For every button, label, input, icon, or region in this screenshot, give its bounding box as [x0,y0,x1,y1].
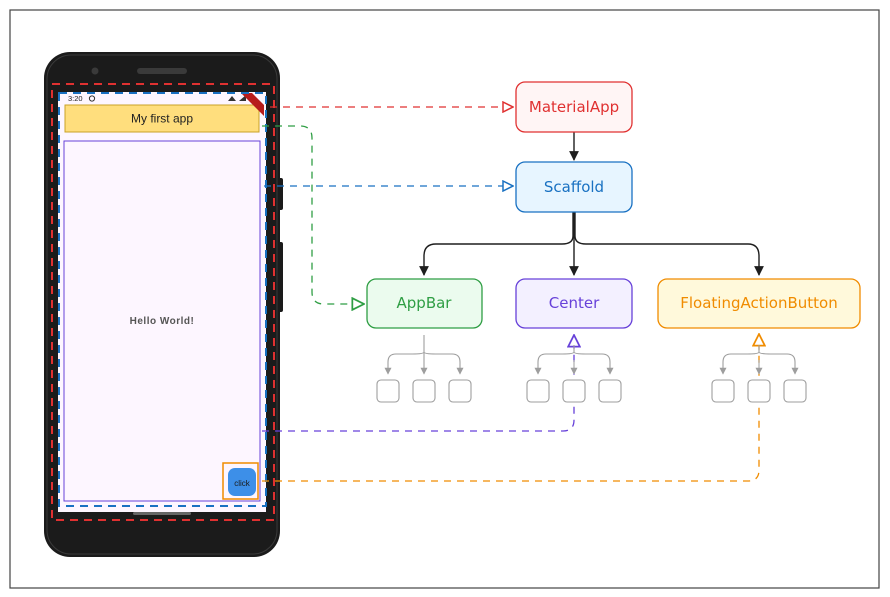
center-child-1 [526,379,550,403]
phone-mockup: 3:20 My first app Hello World! click [44,52,283,557]
scaffold-boundary [58,92,267,507]
status-time: 3:20 [68,94,83,103]
center-area [63,140,261,502]
node-app-bar: AppBar [366,278,483,329]
appbar-child-1 [376,379,400,403]
edge-scaffold-fab [574,212,764,276]
connector-center [262,335,574,432]
fab-children [711,345,807,403]
hello-text: Hello World! [130,316,195,327]
center-child-2 [562,379,586,403]
fab-child-2 [747,379,771,403]
app-bar [64,104,260,133]
phone-speaker [137,68,187,74]
home-indicator [133,512,191,515]
fab-child-3 [783,379,807,403]
appbar-child-3 [448,379,472,403]
connector-app-bar [262,125,364,304]
center-child-3 [598,379,622,403]
node-fab: FloatingActionButton [657,278,861,329]
material-app-boundary [51,83,275,521]
node-scaffold: Scaffold [515,161,633,213]
node-material-app: MaterialApp [515,81,633,133]
node-fab-label: FloatingActionButton [680,294,837,312]
node-center-label: Center [549,294,600,312]
appbar-children [376,335,472,403]
debug-banner [241,93,264,116]
edge-scaffold-appbar [419,212,574,276]
connector-fab [262,334,759,482]
app-bar-title: My first app [131,112,193,126]
node-material-app-label: MaterialApp [529,98,619,116]
wifi-icon [228,96,236,101]
fab-label: click [234,479,251,488]
status-gear-icon [88,95,96,102]
fab-child-1 [711,379,735,403]
signal-icon [239,95,246,101]
fab-button[interactable] [228,468,256,496]
node-app-bar-label: AppBar [397,294,453,312]
node-scaffold-label: Scaffold [544,178,604,196]
fab-outline [222,462,259,500]
node-center: Center [515,278,633,329]
front-camera-icon [91,67,99,75]
appbar-child-2 [412,379,436,403]
center-children [526,345,622,403]
